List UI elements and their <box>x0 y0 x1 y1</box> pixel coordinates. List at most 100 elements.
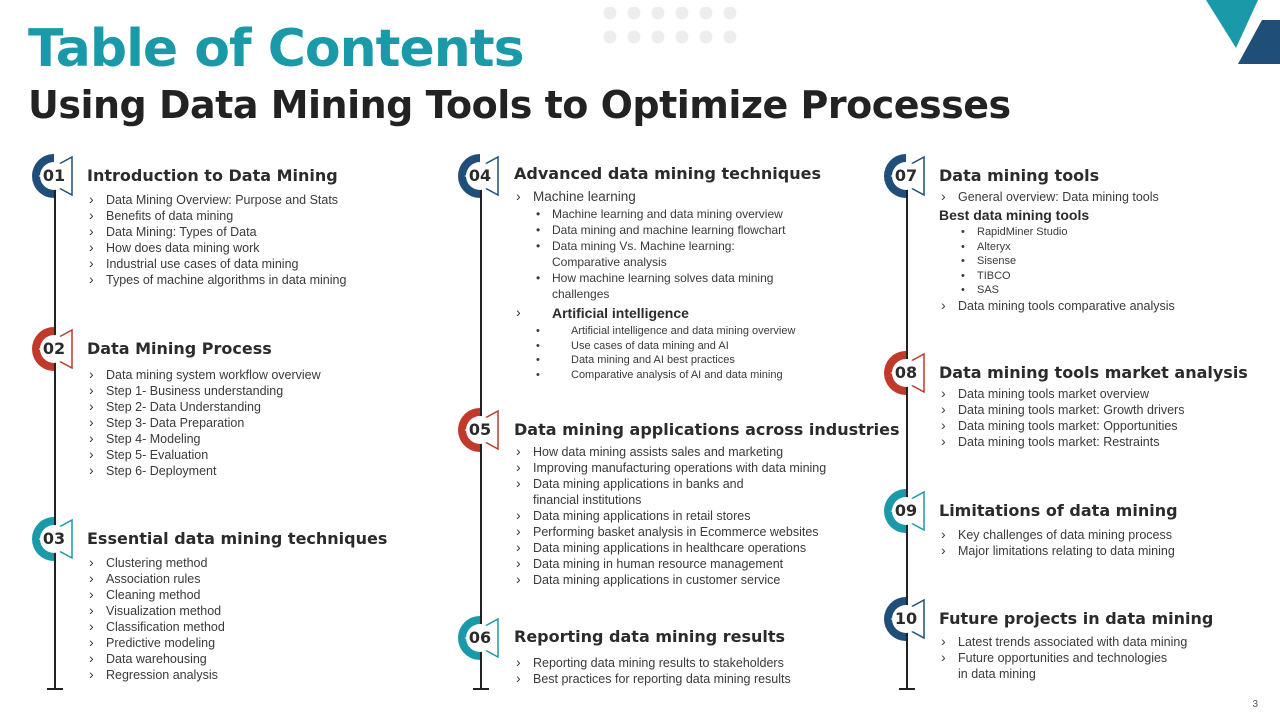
list-item[interactable]: Clustering method <box>87 554 387 571</box>
dots-decoration <box>603 7 737 44</box>
list-item[interactable]: Data mining system workflow overview <box>87 366 321 383</box>
list-item[interactable]: Classification method <box>87 618 387 635</box>
list-item[interactable]: Data Mining Overview: Purpose and Stats <box>87 191 346 208</box>
section-badge-03: 03 <box>32 516 78 562</box>
list-item[interactable]: Data mining in human resource management <box>514 555 900 572</box>
list-item[interactable]: Step 1- Business understanding <box>87 382 321 399</box>
list-item[interactable]: Step 2- Data Understanding <box>87 398 321 415</box>
list-item[interactable]: Improving manufacturing operations with … <box>514 459 900 476</box>
list-item[interactable]: Step 5- Evaluation <box>87 446 321 463</box>
subsection-heading[interactable]: Artificial intelligence <box>514 303 821 322</box>
list-item[interactable]: How does data mining work <box>87 239 346 256</box>
list-item[interactable]: Step 6- Deployment <box>87 462 321 479</box>
list-item[interactable]: Data mining and AI best practices <box>514 353 821 368</box>
list-item[interactable]: Cleaning method <box>87 586 387 603</box>
list-item[interactable]: Major limitations relating to data minin… <box>939 542 1178 559</box>
section-title[interactable]: Data mining tools market analysis <box>939 363 1248 382</box>
section-04: Advanced data mining techniques Machine … <box>514 164 821 382</box>
section-items: Data mining system workflow overview Ste… <box>87 366 321 479</box>
list-item[interactable]: Data mining tools market: Growth drivers <box>939 401 1248 418</box>
section-title[interactable]: Data mining applications across industri… <box>514 420 900 439</box>
section-badge-02: 02 <box>32 326 78 372</box>
timeline-foot-2 <box>473 688 489 690</box>
list-item[interactable]: Future opportunities and technologies in… <box>939 649 1213 682</box>
section-title[interactable]: Data Mining Process <box>87 339 272 358</box>
list-item[interactable]: Data mining and machine learning flowcha… <box>514 222 821 238</box>
list-item[interactable]: Best practices for reporting data mining… <box>514 670 791 687</box>
list-item[interactable]: Visualization method <box>87 602 387 619</box>
section-badge-08: 08 <box>884 350 930 396</box>
section-title[interactable]: Data mining tools <box>939 166 1100 185</box>
list-item[interactable]: How machine learning solves data mining … <box>514 270 821 302</box>
section-title[interactable]: Future projects in data mining <box>939 609 1214 628</box>
list-item[interactable]: Benefits of data mining <box>87 207 346 224</box>
section-items: Clustering method Association rules Clea… <box>87 554 387 683</box>
page-number: 3 <box>1252 699 1258 710</box>
section-title[interactable]: Essential data mining techniques <box>87 529 388 548</box>
corner-triangles-decoration <box>1206 0 1280 64</box>
list-item[interactable]: TIBCO <box>939 269 1175 284</box>
badge-circle-icon <box>884 351 925 395</box>
section-items: Reporting data mining results to stakeho… <box>514 654 791 687</box>
section-06: Reporting data mining results Reporting … <box>514 627 791 687</box>
list-item[interactable]: Performing basket analysis in Ecommerce … <box>514 523 900 540</box>
list-item[interactable]: General overview: Data mining tools <box>939 188 1175 205</box>
list-item[interactable]: Comparative analysis of AI and data mini… <box>514 368 821 383</box>
section-title[interactable]: Limitations of data mining <box>939 501 1178 520</box>
list-item[interactable]: Industrial use cases of data mining <box>87 255 346 272</box>
timeline-foot-1 <box>47 688 63 690</box>
section-items: Machine learning Machine learning and da… <box>514 187 821 302</box>
list-item[interactable]: Data mining tools market: Restraints <box>939 433 1248 450</box>
list-item[interactable]: How data mining assists sales and market… <box>514 443 900 460</box>
list-item[interactable]: Key challenges of data mining process <box>939 526 1178 543</box>
badge-circle-icon <box>884 154 925 198</box>
section-01: Introduction to Data Mining Data Mining … <box>87 166 346 288</box>
section-title[interactable]: Reporting data mining results <box>514 627 786 646</box>
list-item[interactable]: Association rules <box>87 570 387 587</box>
list-item[interactable]: Data mining applications in banks and fi… <box>514 475 900 508</box>
list-item[interactable]: Data mining applications in healthcare o… <box>514 539 900 556</box>
section-title[interactable]: Introduction to Data Mining <box>87 166 338 185</box>
page-title: Table of Contents <box>28 19 525 79</box>
section-items: Data Mining Overview: Purpose and Stats … <box>87 191 346 288</box>
section-items: General overview: Data mining tools <box>939 188 1175 205</box>
section-09: Limitations of data mining Key challenge… <box>939 501 1178 559</box>
list-item[interactable]: Data Mining: Types of Data <box>87 223 346 240</box>
section-07: Data mining tools General overview: Data… <box>939 166 1175 314</box>
list-item[interactable]: Data mining tools comparative analysis <box>939 297 1175 314</box>
list-item[interactable]: Step 4- Modeling <box>87 430 321 447</box>
subsection-heading[interactable]: Best data mining tools <box>939 207 1090 223</box>
list-item[interactable]: Data warehousing <box>87 650 387 667</box>
list-item[interactable]: Artificial intelligence and data mining … <box>514 324 821 339</box>
list-item[interactable]: RapidMiner Studio <box>939 225 1175 240</box>
section-items: Key challenges of data mining process Ma… <box>939 526 1178 559</box>
list-item[interactable]: Data mining applications in retail store… <box>514 507 900 524</box>
list-item[interactable]: Machine learning and data mining overvie… <box>514 206 821 222</box>
list-item[interactable]: Sisense <box>939 254 1175 269</box>
section-subitems: Artificial intelligence and data mining … <box>514 324 821 382</box>
badge-circle-icon <box>458 408 499 452</box>
list-item[interactable]: Machine learning <box>514 187 821 206</box>
section-badge-07: 07 <box>884 153 930 199</box>
list-item[interactable]: Data mining tools market overview <box>939 385 1248 402</box>
list-item[interactable]: Step 3- Data Preparation <box>87 414 321 431</box>
section-badge-06: 06 <box>458 615 504 661</box>
list-item[interactable]: Data mining applications in customer ser… <box>514 571 900 588</box>
list-item[interactable]: Reporting data mining results to stakeho… <box>514 654 791 671</box>
section-10: Future projects in data mining Latest tr… <box>939 609 1213 682</box>
list-item[interactable]: Alteryx <box>939 240 1175 255</box>
list-item[interactable]: Types of machine algorithms in data mini… <box>87 271 346 288</box>
section-items: Data mining tools market overview Data m… <box>939 385 1248 450</box>
list-item[interactable]: Data mining Vs. Machine learning: Compar… <box>514 238 821 270</box>
section-02: Data Mining Process Data mining system w… <box>87 339 321 479</box>
timeline-column-1 <box>54 170 56 688</box>
list-item[interactable]: Latest trends associated with data minin… <box>939 633 1213 650</box>
list-item[interactable]: Regression analysis <box>87 666 387 683</box>
section-badge-01: 01 <box>32 153 78 199</box>
section-title[interactable]: Advanced data mining techniques <box>514 164 821 183</box>
page-subtitle: Using Data Mining Tools to Optimize Proc… <box>28 83 1011 127</box>
list-item[interactable]: Predictive modeling <box>87 634 387 651</box>
list-item[interactable]: SAS <box>939 283 1175 298</box>
list-item[interactable]: Use cases of data mining and AI <box>514 339 821 354</box>
list-item[interactable]: Data mining tools market: Opportunities <box>939 417 1248 434</box>
